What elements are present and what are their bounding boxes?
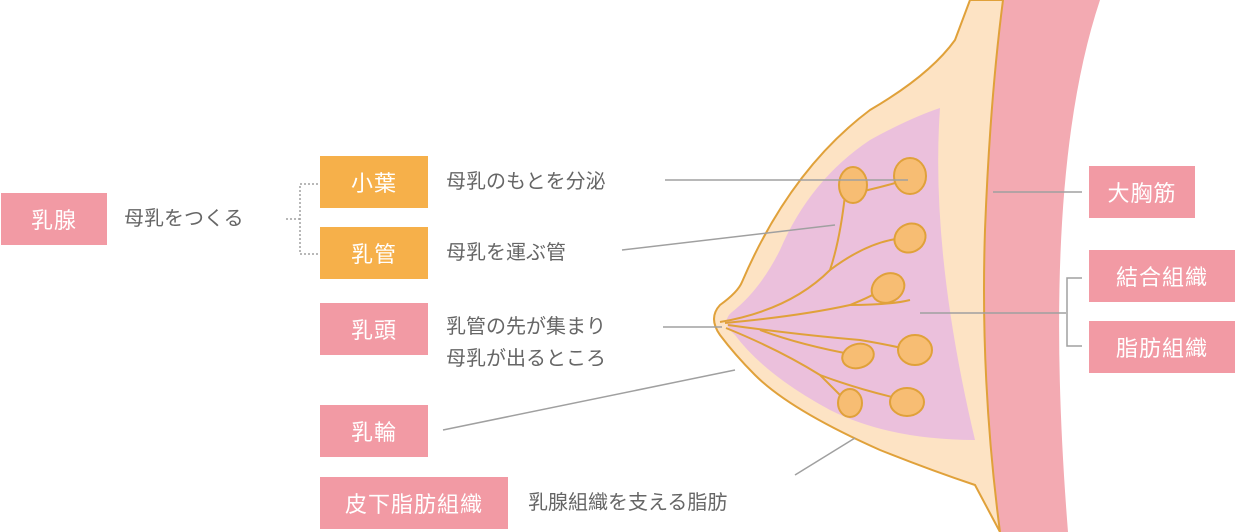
desc-shoyo: 母乳のもとを分泌 — [446, 169, 606, 193]
label-hika: 皮下脂肪組織 — [320, 477, 508, 529]
pectoralis-muscle — [984, 0, 1100, 532]
label-nyusen: 乳腺 — [1, 193, 107, 245]
label-daikyokin: 大胸筋 — [1089, 166, 1195, 218]
leader-lines — [442, 179, 1082, 476]
label-shibo: 脂肪組織 — [1089, 321, 1235, 373]
label-nyuto: 乳頭 — [320, 303, 428, 355]
desc-nyukan: 母乳を運ぶ管 — [446, 240, 566, 264]
label-shoyo: 小葉 — [320, 156, 428, 208]
label-nyukan: 乳管 — [320, 227, 428, 279]
desc-nyuto: 乳管の先が集まり 母乳が出るところ — [446, 310, 606, 374]
desc-nyusen: 母乳をつくる — [124, 206, 244, 230]
desc-nyuto-line2: 母乳が出るところ — [446, 346, 606, 370]
label-ketsugo: 結合組織 — [1089, 250, 1235, 302]
lobules — [837, 157, 933, 418]
desc-nyuto-line1: 乳管の先が集まり — [446, 314, 606, 338]
gland-dotted-brace — [286, 183, 318, 255]
desc-hika: 乳腺組織を支える脂肪 — [528, 490, 728, 514]
label-nyurin: 乳輪 — [320, 405, 428, 457]
